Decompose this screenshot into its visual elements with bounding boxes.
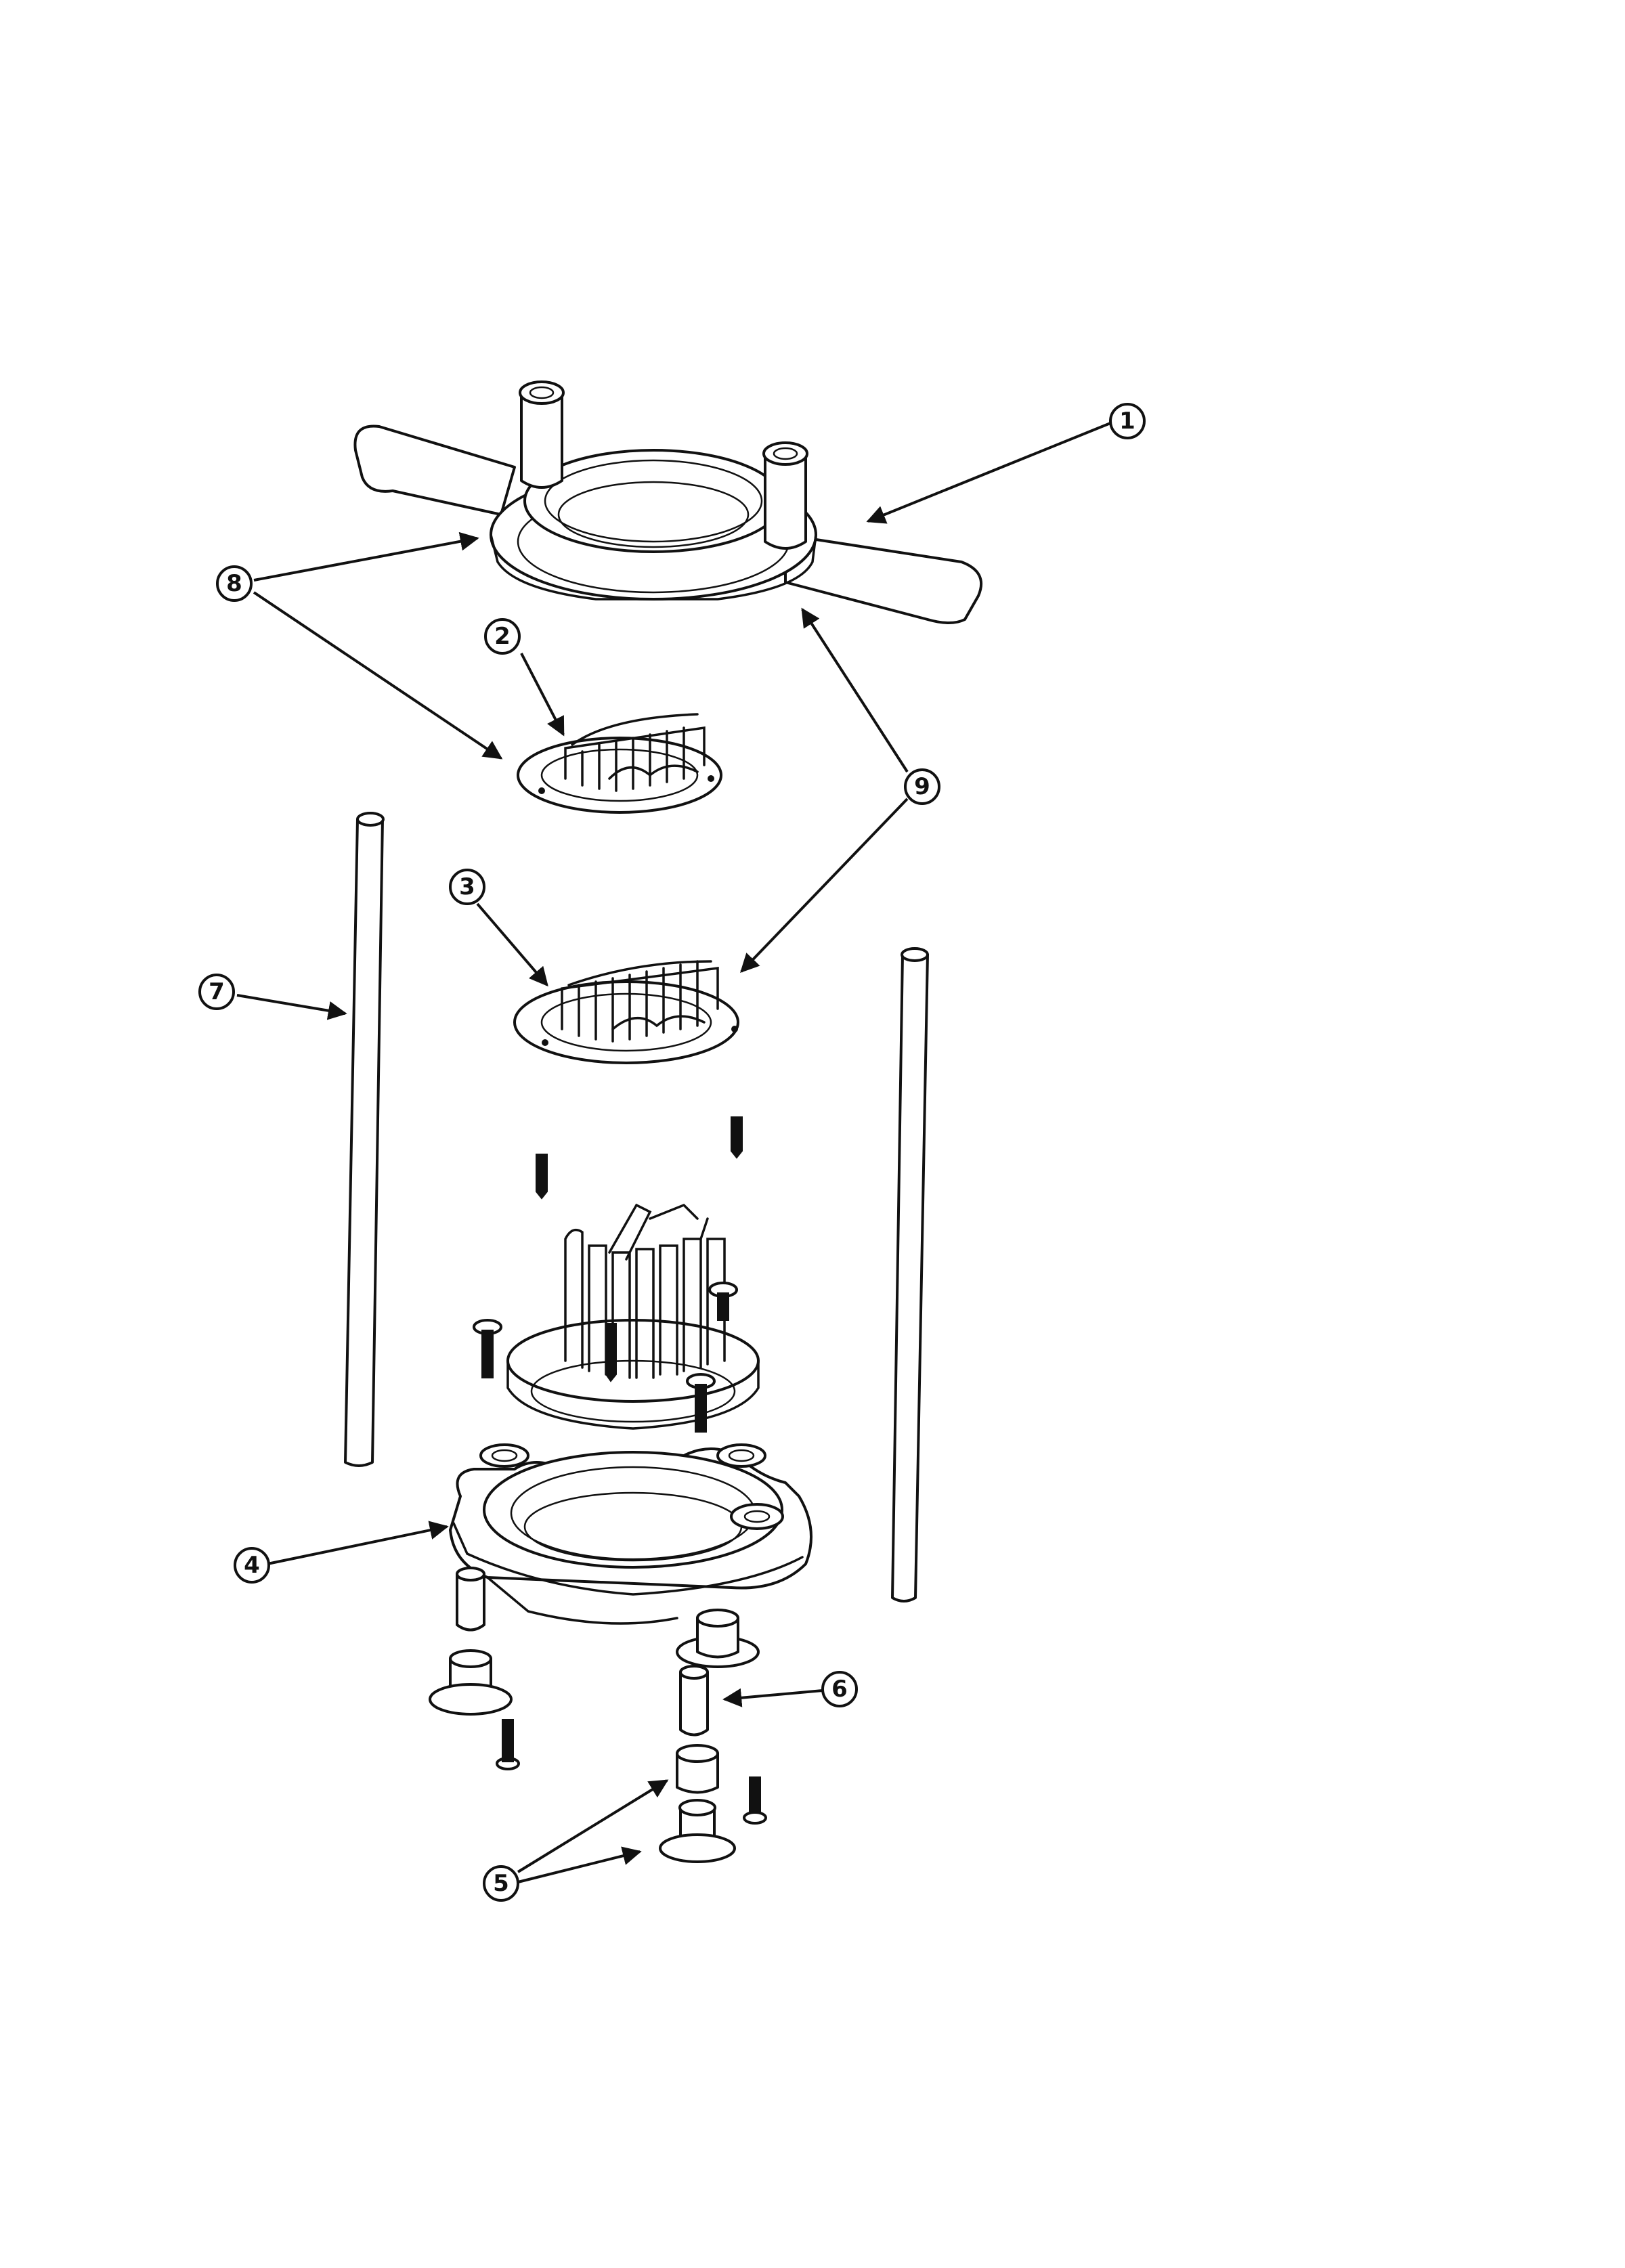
blade-insert-3-part [513, 960, 739, 1064]
base-ring-part [449, 1443, 812, 1625]
callout-5: 5 [483, 1865, 519, 1902]
callout-label: 8 [226, 570, 242, 597]
callout-3: 3 [449, 869, 485, 905]
foot-right-upper-assembly [676, 1609, 760, 1668]
foot-right-lower-assembly [659, 1744, 736, 1863]
callout-label: 7 [209, 978, 225, 1005]
callout-label: 6 [831, 1676, 848, 1703]
callout-7: 7 [198, 974, 235, 1010]
callout-label: 3 [459, 873, 475, 900]
callout-2: 2 [484, 618, 521, 655]
rod-left-part [344, 812, 385, 1467]
rod-right-part [891, 947, 929, 1602]
screw-foot-right [743, 1776, 767, 1825]
callout-6: 6 [821, 1671, 858, 1707]
screw-small-2 [731, 1116, 743, 1159]
callout-1: 1 [1109, 403, 1146, 439]
callout-label: 2 [494, 623, 511, 650]
screw-machine-3 [686, 1373, 716, 1433]
screw-small-1 [536, 1154, 548, 1200]
leader-lines [236, 422, 1111, 1883]
callout-4: 4 [234, 1547, 270, 1584]
callout-9: 9 [904, 768, 940, 805]
blade-insert-2-part [517, 713, 722, 814]
screw-machine-2 [708, 1282, 738, 1321]
callout-label: 4 [244, 1552, 260, 1579]
screw-machine-1 [473, 1319, 502, 1378]
foot-left-assembly [429, 1567, 520, 1770]
pusher-plate-part [353, 380, 982, 624]
callout-label: 1 [1119, 408, 1135, 435]
spacer-part-6 [679, 1665, 709, 1737]
callout-8: 8 [216, 565, 253, 602]
callout-label: 5 [493, 1870, 509, 1897]
callout-label: 9 [914, 773, 930, 800]
